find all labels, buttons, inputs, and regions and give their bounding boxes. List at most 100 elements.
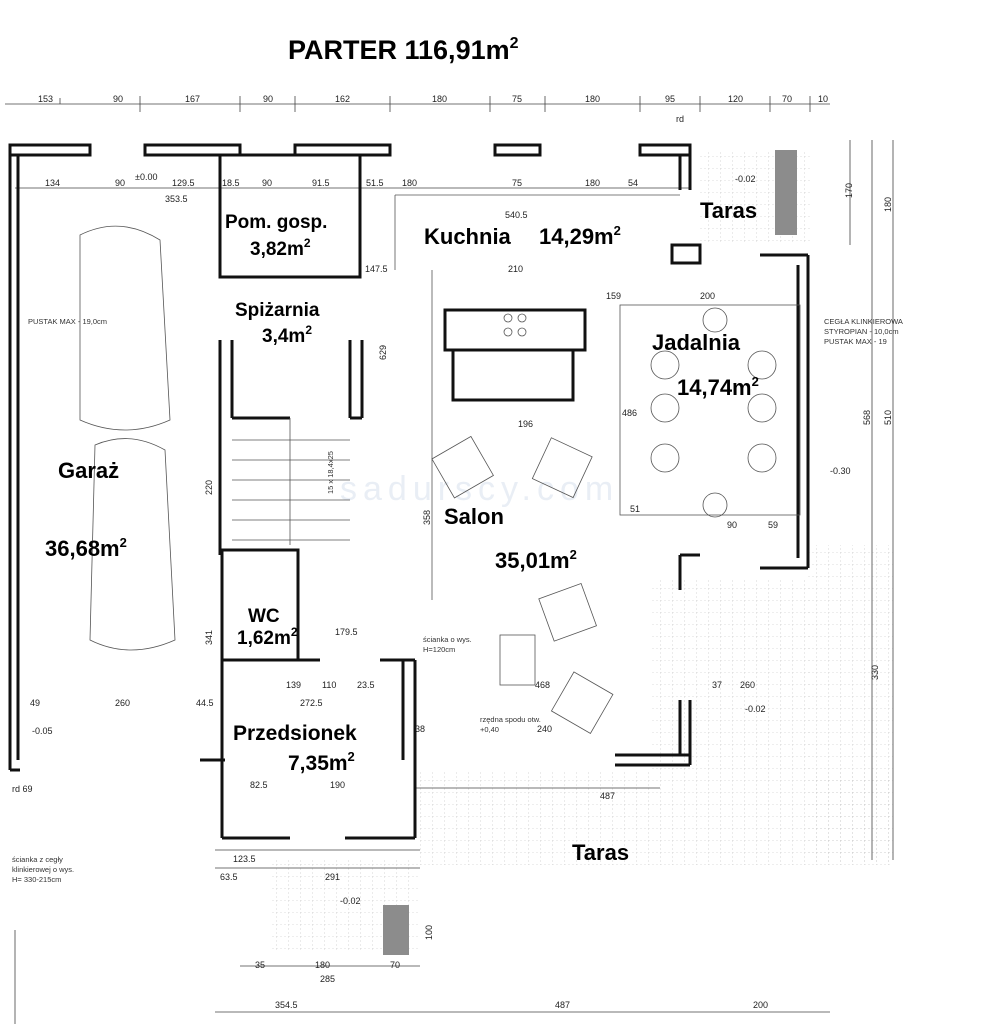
svg-text:51: 51 bbox=[630, 504, 640, 514]
svg-text:38: 38 bbox=[415, 724, 425, 734]
room-wc-area: 1,62m2 bbox=[237, 625, 298, 649]
room-taras-bottom-name: Taras bbox=[572, 840, 629, 865]
room-garaz-area: 36,68m2 bbox=[45, 535, 127, 561]
svg-text:75: 75 bbox=[512, 94, 522, 104]
room-jadalnia-area: 14,74m2 bbox=[677, 374, 759, 400]
room-pom-gosp-name: Pom. gosp. bbox=[225, 212, 327, 233]
room-spizarnia-name: Spiżarnia bbox=[235, 300, 320, 321]
svg-text:139: 139 bbox=[286, 680, 301, 690]
svg-text:147.5: 147.5 bbox=[365, 264, 388, 274]
bottom-dimensions: 354.5 487 200 bbox=[275, 1000, 768, 1010]
svg-text:90: 90 bbox=[115, 178, 125, 188]
level-marks: -0.02 -0.30 -0.05 -0.02 -0.02 ±0.00 bbox=[32, 172, 851, 906]
svg-text:180: 180 bbox=[883, 197, 893, 212]
svg-text:123.5: 123.5 bbox=[233, 854, 256, 864]
notes: PUSTAK MAX - 19,0cm CEGŁA KLINKIEROWA ST… bbox=[12, 114, 903, 884]
svg-text:H= 330-215cm: H= 330-215cm bbox=[12, 875, 61, 884]
room-salon-area: 35,01m2 bbox=[495, 547, 577, 573]
svg-text:170: 170 bbox=[844, 183, 854, 198]
page-title: PARTER 116,91m2 bbox=[288, 35, 519, 65]
svg-text:91.5: 91.5 bbox=[312, 178, 330, 188]
svg-text:196: 196 bbox=[518, 419, 533, 429]
svg-text:-0.30: -0.30 bbox=[830, 466, 851, 476]
svg-text:110: 110 bbox=[322, 680, 336, 690]
room-spizarnia-area: 3,4m2 bbox=[262, 323, 312, 347]
svg-text:540.5: 540.5 bbox=[505, 210, 528, 220]
svg-text:353.5: 353.5 bbox=[165, 194, 188, 204]
room-przedsionek-area: 7,35m2 bbox=[288, 749, 355, 775]
terrace-tiles bbox=[270, 150, 893, 950]
svg-text:rzędna spodu otw.: rzędna spodu otw. bbox=[480, 715, 541, 724]
svg-text:15 x 18,4x25: 15 x 18,4x25 bbox=[326, 451, 335, 494]
svg-text:18.5: 18.5 bbox=[222, 178, 240, 188]
svg-text:210: 210 bbox=[508, 264, 523, 274]
room-salon-name: Salon bbox=[444, 504, 504, 529]
svg-text:129.5: 129.5 bbox=[172, 178, 195, 188]
svg-text:487: 487 bbox=[555, 1000, 570, 1010]
svg-text:180: 180 bbox=[585, 178, 600, 188]
inner-dimensions: 353.5 540.5 147.5 210 159 200 196 486 51… bbox=[30, 183, 893, 984]
svg-text:120: 120 bbox=[728, 94, 743, 104]
svg-text:ścianka o wys.: ścianka o wys. bbox=[423, 635, 472, 644]
room-taras-top-name: Taras bbox=[700, 198, 757, 223]
svg-text:PUSTAK MAX - 19,0cm: PUSTAK MAX - 19,0cm bbox=[28, 317, 107, 326]
svg-text:486: 486 bbox=[622, 408, 637, 418]
svg-text:CEGŁA KLINKIEROWA: CEGŁA KLINKIEROWA bbox=[824, 317, 903, 326]
svg-text:54: 54 bbox=[628, 178, 638, 188]
svg-text:180: 180 bbox=[432, 94, 447, 104]
grey-blocks bbox=[383, 150, 797, 955]
svg-text:STYROPIAN - 10,0cm: STYROPIAN - 10,0cm bbox=[824, 327, 899, 336]
svg-text:260: 260 bbox=[115, 698, 130, 708]
svg-text:330: 330 bbox=[870, 665, 880, 680]
svg-text:23.5: 23.5 bbox=[357, 680, 375, 690]
svg-text:95: 95 bbox=[665, 94, 675, 104]
svg-text:468: 468 bbox=[535, 680, 550, 690]
svg-text:162: 162 bbox=[335, 94, 350, 104]
svg-text:rd 69: rd 69 bbox=[12, 784, 33, 794]
svg-text:klinkierowej o wys.: klinkierowej o wys. bbox=[12, 865, 74, 874]
room-jadalnia-name: Jadalnia bbox=[652, 330, 741, 355]
svg-text:44.5: 44.5 bbox=[196, 698, 214, 708]
svg-text:PUSTAK MAX - 19: PUSTAK MAX - 19 bbox=[824, 337, 887, 346]
svg-text:220: 220 bbox=[204, 480, 214, 495]
svg-text:±0.00: ±0.00 bbox=[135, 172, 157, 182]
svg-text:167: 167 bbox=[185, 94, 200, 104]
svg-text:10: 10 bbox=[818, 94, 828, 104]
svg-text:200: 200 bbox=[700, 291, 715, 301]
svg-text:-0.05: -0.05 bbox=[32, 726, 53, 736]
top-dimensions: 153 90 167 90 162 180 75 180 95 120 70 1… bbox=[38, 94, 828, 104]
row2-dimensions: 134 90 129.5 18.5 90 91.5 51.5 180 75 18… bbox=[45, 178, 638, 188]
room-kuchnia-name: Kuchnia bbox=[424, 224, 512, 249]
svg-text:291: 291 bbox=[325, 872, 340, 882]
svg-text:285: 285 bbox=[320, 974, 335, 984]
svg-text:82.5: 82.5 bbox=[250, 780, 268, 790]
svg-text:358: 358 bbox=[422, 510, 432, 525]
svg-text:134: 134 bbox=[45, 178, 60, 188]
svg-text:90: 90 bbox=[262, 178, 272, 188]
svg-text:180: 180 bbox=[585, 94, 600, 104]
svg-text:51.5: 51.5 bbox=[366, 178, 384, 188]
svg-text:179.5: 179.5 bbox=[335, 627, 358, 637]
svg-text:180: 180 bbox=[315, 960, 330, 970]
svg-text:90: 90 bbox=[263, 94, 273, 104]
svg-text:487: 487 bbox=[600, 791, 615, 801]
svg-text:90: 90 bbox=[113, 94, 123, 104]
interior-details bbox=[79, 194, 801, 734]
svg-text:H=120cm: H=120cm bbox=[423, 645, 455, 654]
svg-text:75: 75 bbox=[512, 178, 522, 188]
svg-text:180: 180 bbox=[402, 178, 417, 188]
svg-text:200: 200 bbox=[753, 1000, 768, 1010]
svg-text:568: 568 bbox=[862, 410, 872, 425]
svg-text:ścianka z cegły: ścianka z cegły bbox=[12, 855, 63, 864]
room-wc-name: WC bbox=[248, 606, 280, 627]
svg-text:629: 629 bbox=[378, 345, 388, 360]
svg-text:37: 37 bbox=[712, 680, 722, 690]
svg-text:70: 70 bbox=[390, 960, 400, 970]
room-labels: Pom. gosp. 3,82m2 Kuchnia 14,29m2 Spiżar… bbox=[45, 198, 759, 865]
svg-text:153: 153 bbox=[38, 94, 53, 104]
svg-text:+0,40: +0,40 bbox=[480, 725, 499, 734]
svg-text:59: 59 bbox=[768, 520, 778, 530]
watermark: sadurscy.com bbox=[340, 470, 619, 508]
svg-text:159: 159 bbox=[606, 291, 621, 301]
